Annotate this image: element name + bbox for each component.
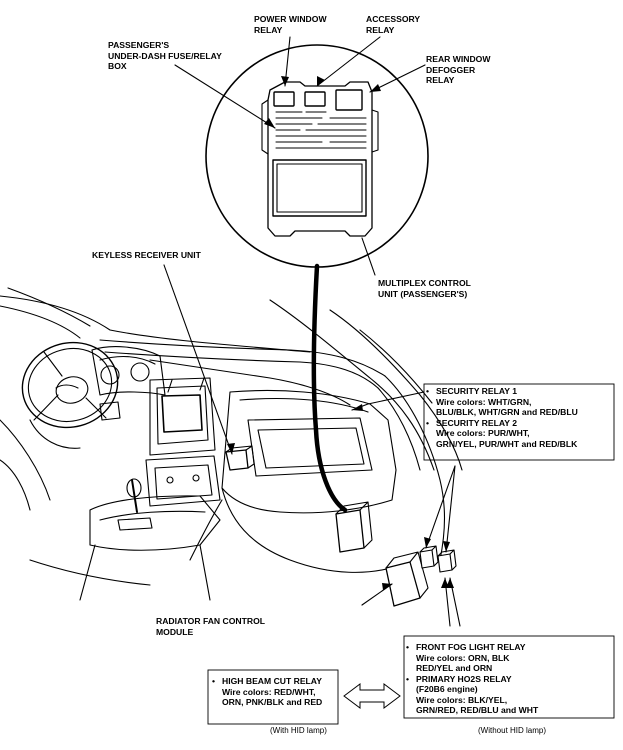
ho2s-relay-title: PRIMARY HO2S RELAY: [416, 673, 512, 684]
keyless-receiver-label: KEYLESS RECEIVER UNIT: [92, 250, 201, 260]
radiator-fan-module-label: RADIATOR FAN CONTROL MODULE: [156, 616, 266, 637]
passenger-fuse-box-label: PASSENGER'S UNDER-DASH FUSE/RELAY BOX: [108, 40, 222, 71]
security-relay-shape: [419, 549, 435, 569]
high-beam-cut-wires-2: ORN, PNK/BLK and RED: [222, 697, 323, 707]
ho2s-relay-wires-1: Wire colors: BLK/YEL,: [416, 694, 508, 705]
fog-relay-wires-2: RED/YEL and ORN: [416, 663, 493, 673]
fog-relay-title: FRONT FOG LIGHT RELAY: [416, 642, 526, 652]
multiplex-control-unit-label: MULTIPLEX CONTROL UNIT (PASSENGER'S): [378, 278, 471, 299]
ho2s-engine-note: (F20B6 engine): [416, 684, 478, 694]
security-relay-1-wires-2: BLU/BLK, WHT/GRN and RED/BLU: [436, 407, 578, 417]
security-relay-2-wires-2: GRN/YEL, PUR/WHT and RED/BLK: [436, 438, 578, 449]
hid-box-frame: [207, 669, 339, 725]
fog-relay-wires-1: Wire colors: ORN, BLK: [416, 652, 510, 663]
keyless-receiver-shape: [225, 449, 249, 471]
security-relay-1-title: SECURITY RELAY 1: [436, 386, 518, 396]
security-box-frame: [423, 383, 615, 461]
fog-box-frame: [403, 635, 615, 719]
high-beam-cut-wires-1: Wire colors: RED/WHT,: [222, 686, 316, 697]
accessory-relay-label: ACCESSORY RELAY: [366, 14, 421, 35]
multiplex-unit-shape: [335, 509, 365, 553]
fog-ho2s-callout: •FRONT FOG LIGHT RELAY Wire colors: ORN,…: [406, 642, 539, 715]
security-relay-callout: •SECURITY RELAY 1 Wire colors: WHT/GRN, …: [426, 386, 578, 449]
without-hid-note: (Without HID lamp): [478, 726, 547, 735]
high-beam-cut-title: HIGH BEAM CUT RELAY: [222, 676, 322, 686]
power-window-relay-label: POWER WINDOW RELAY: [254, 14, 327, 35]
security-relay-2-wires-1: Wire colors: PUR/WHT,: [436, 428, 530, 438]
fog-relay-shape: [437, 553, 453, 573]
with-hid-note: (With HID lamp): [270, 726, 327, 735]
security-relay-1-wires-1: Wire colors: WHT/GRN,: [436, 396, 532, 407]
high-beam-cut-callout: •HIGH BEAM CUT RELAY Wire colors: RED/WH…: [212, 676, 323, 707]
fuse-relay-box: [261, 81, 379, 237]
security-relay-2-title: SECURITY RELAY 2: [436, 417, 518, 428]
double-arrow: [343, 683, 401, 709]
ho2s-relay-wires-2: GRN/RED, RED/BLU and WHT: [416, 705, 539, 715]
rear-window-defogger-relay-label: REAR WINDOW DEFOGGER RELAY: [426, 54, 491, 85]
steering-wheel: [21, 341, 119, 429]
